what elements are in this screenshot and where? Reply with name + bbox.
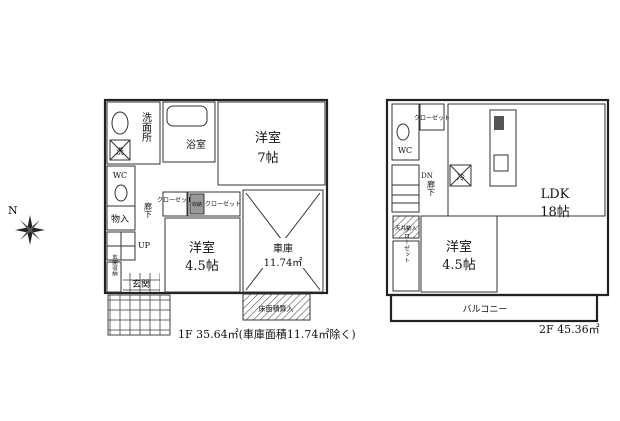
floor-1: 床面積算入 洗 洗面所 浴室 洋室 7帖 WC 廊下 物入 UP 玄関収納 [103,98,356,341]
western45-size: 4.5帖 [185,259,219,274]
hall2-label: 廊下 [427,179,436,197]
western45-name: 洋室 [189,240,215,256]
shoe-storage-label: 玄関収納 [111,253,118,278]
floor2-caption: 2F 45.36㎡ [539,323,600,336]
balcony-label: バルコニー [463,304,508,315]
western2f-size: 4.5帖 [442,258,476,273]
storage-label: 物入 [111,213,129,225]
hall-label: 廊下 [144,201,153,219]
fridge-label: 冷 [457,172,465,182]
hatched-area [242,293,311,321]
ldk-name: LDK [541,187,570,202]
entrance-porch [107,294,171,336]
north-label: N [8,204,18,217]
floor-2: バルコニー WC クローゼット DN 廊下 天井物入 クローゼット 洋室 4.5… [385,98,610,336]
washer-label: 洗 [116,146,124,156]
wc-label: WC [113,171,127,180]
floor1-caption: 1F 35.64㎡(車庫面積11.74㎡除く) [178,327,356,341]
down-label: DN [421,172,433,180]
closet2f-label: クローゼット [403,227,410,263]
wc2-label: WC [398,146,412,155]
hatched-label: 床面積算入 [259,304,294,313]
washroom-label: 洗面所 [140,112,152,143]
garage-area: 11.74㎡ [264,257,303,269]
bath-label: 浴室 [186,138,206,151]
small-storage-label: 収納 [192,201,202,208]
western7-name: 洋室 [255,130,281,146]
up-label: UP [138,241,151,250]
compass-icon: N [8,204,45,245]
closet1-label: クローゼット [157,196,193,204]
ldk-size: 18帖 [540,205,570,220]
western2f-name: 洋室 [446,239,472,255]
closet2-label: クローゼット [205,200,241,208]
closet-top-label: クローゼット [414,114,450,122]
entrance-label: 玄関 [132,278,150,290]
western7-size: 7帖 [257,151,278,166]
ceiling-storage-label: 天井物入 [395,224,418,232]
garage-name: 車庫 [273,242,293,255]
